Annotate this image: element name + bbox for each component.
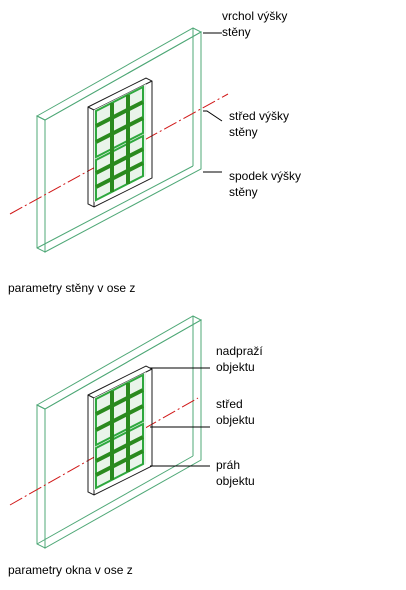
panel-window-params: nadpraží objektu střed objektu práh obje… (8, 315, 266, 577)
caption-wall-params: parametry stěny v ose z (8, 281, 135, 295)
wall-slab (35, 315, 203, 549)
wall-slab (35, 27, 203, 253)
label-wall-bottom: spodek výšky stěny (229, 169, 304, 199)
window-muntins (95, 95, 144, 192)
label-object-head: nadpraží objektu (216, 344, 266, 374)
panel-wall-params: vrchol výšky stěny střed výšky stěny spo… (8, 9, 304, 295)
z-axis-line (9, 93, 229, 215)
z-axis-line (9, 397, 199, 506)
label-object-mid: střed objektu (216, 397, 255, 427)
label-wall-mid: střed výšky stěny (229, 109, 292, 139)
label-object-sill: práh objektu (216, 458, 255, 488)
window (87, 77, 153, 208)
leader-wall-mid (203, 110, 223, 122)
window-muntins (95, 383, 144, 480)
label-wall-top: vrchol výšky stěny (222, 9, 291, 39)
window (87, 365, 153, 496)
caption-window-params: parametry okna v ose z (8, 563, 133, 577)
